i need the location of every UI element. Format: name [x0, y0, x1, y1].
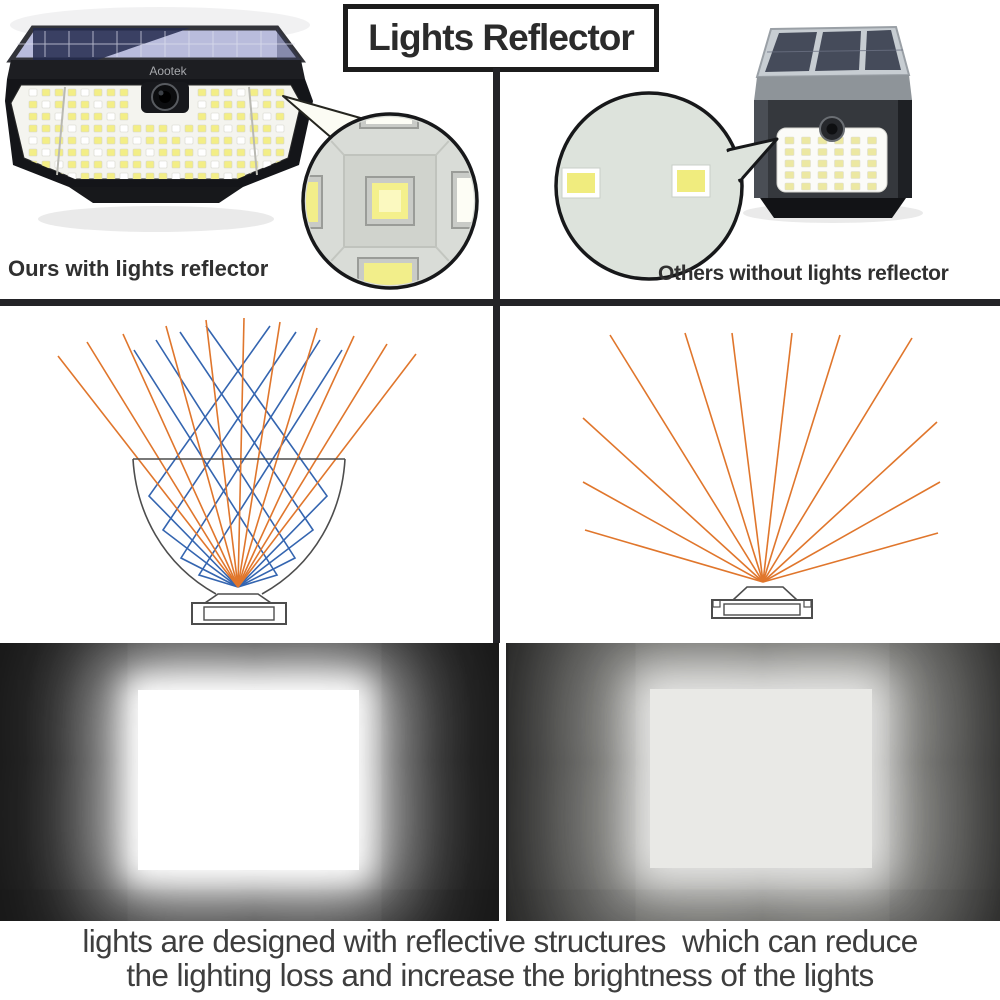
others-magnifier-content: [561, 164, 711, 199]
others-light-glow: [650, 689, 872, 868]
others-led-magnifier: [554, 91, 744, 281]
ours-product-image: Aootek: [5, 7, 313, 232]
footer-line-2: the lighting loss and increase the brigh…: [126, 957, 874, 993]
led-chip: [364, 263, 412, 285]
title-banner: Lights Reflector: [343, 4, 659, 72]
led-chip: [677, 170, 705, 192]
reflector-bowl: [132, 458, 346, 625]
reflector-ray-diagram: [57, 317, 417, 625]
horizontal-divider: [0, 299, 1000, 306]
led-array: [28, 88, 285, 179]
led-chip: [457, 178, 474, 222]
no-reflector-ray-diagram: [582, 332, 941, 619]
bare-led: [711, 586, 813, 619]
lamp-base: [760, 198, 906, 218]
ours-magnifier-content: [306, 117, 474, 285]
rays: [582, 332, 941, 583]
led-chip: [306, 182, 318, 222]
sensor-lens: [826, 123, 838, 135]
facet-ridge-left: [56, 86, 66, 176]
vertical-divider: [493, 68, 500, 643]
others-caption: Others without lights reflector: [658, 262, 949, 285]
ours-light-output-panel: [0, 643, 499, 921]
facet-ridge-right: [248, 86, 258, 176]
sensor-highlight: [158, 90, 164, 96]
body-shade: [898, 100, 912, 198]
ground-shadow: [38, 206, 274, 232]
ours-caption: Ours with lights reflector: [8, 256, 269, 281]
footer-text: lights are designed with reflective stru…: [0, 924, 1000, 992]
led-chip-core: [379, 190, 401, 212]
brand-label: Aootek: [149, 64, 187, 78]
others-product-image: [743, 25, 923, 223]
led-array: [784, 136, 877, 191]
others-light-output-panel: [506, 643, 1000, 921]
footer-line-1: lights are designed with reflective stru…: [82, 923, 918, 959]
lamp-base: [69, 187, 243, 203]
led-chip: [366, 117, 412, 124]
solar-grid: [766, 49, 904, 53]
solar-grid: [17, 31, 295, 57]
rays: [57, 317, 417, 588]
body-top-band: [754, 75, 912, 101]
ours-light-glow: [138, 690, 359, 870]
magnifier-overlay: [282, 91, 779, 290]
wedge-join: [725, 151, 742, 180]
housing-band: [7, 60, 305, 79]
led-chip: [567, 173, 595, 193]
page-title: Lights Reflector: [368, 17, 635, 58]
